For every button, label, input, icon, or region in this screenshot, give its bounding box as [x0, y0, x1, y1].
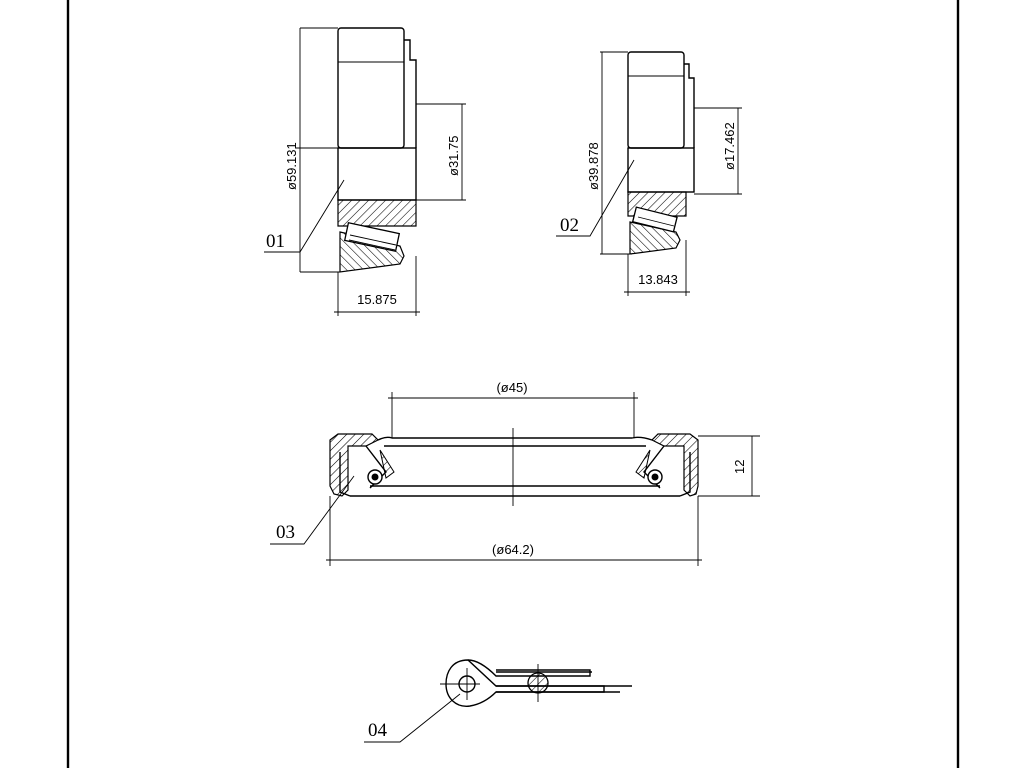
- part-01-inner-diameter-dim: ø31.75: [446, 136, 461, 176]
- part-03-outer-diameter-dim: (ø64.2): [492, 542, 534, 557]
- part-02-label: 02: [560, 215, 579, 236]
- part-02-width-dim: 13.843: [638, 272, 678, 287]
- frame-border: [66, 0, 960, 768]
- part-04-label: 04: [368, 720, 388, 741]
- part-01-bearing: [264, 27, 466, 316]
- part-03-inner-diameter-dim: (ø45): [496, 380, 527, 395]
- part-02-outer-diameter-dim: ø39.878: [586, 142, 601, 190]
- part-03-label: 03: [276, 522, 295, 543]
- part-01-label: 01: [266, 231, 285, 252]
- part-01-outer-diameter-dim: ø59.131: [284, 142, 299, 190]
- part-04-cotter-pin: [364, 659, 632, 743]
- part-01-width-dim: 15.875: [357, 292, 397, 307]
- part-03-oil-seal: [270, 392, 760, 566]
- part-03-height-dim: 12: [732, 460, 747, 474]
- part-02-bearing: [556, 51, 742, 296]
- part-02-inner-diameter-dim: ø17.462: [722, 122, 737, 170]
